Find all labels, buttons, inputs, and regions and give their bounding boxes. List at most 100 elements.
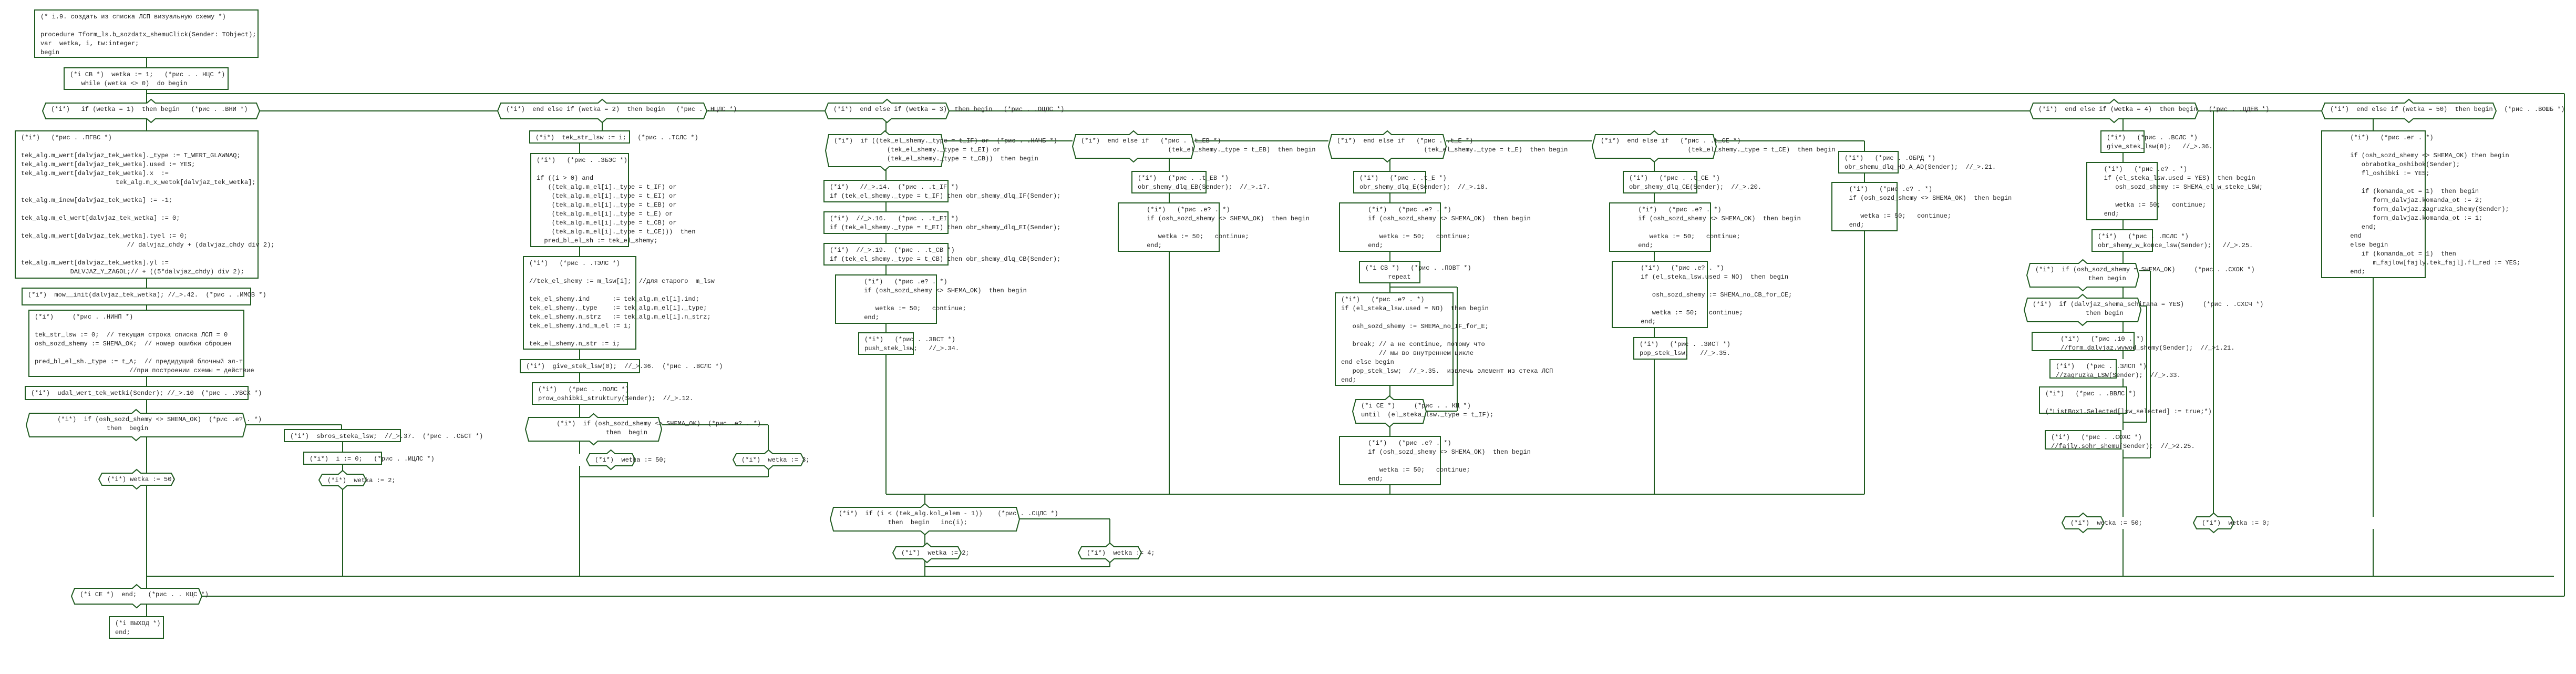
block-text: (*i*) (*рис . .t_EB *) obr_shemy_dlq_EB(… [1138,175,1271,191]
block-text: (*i*) end else if (wetka = 3) then begin… [833,106,1065,113]
decision-shape-icon [2321,98,2497,124]
decision-block-b2-if[interactable]: (*i*) end else if (wetka = 2) then begin… [497,98,737,124]
action-block-b50-body[interactable]: (*i*) (*рис .er . *) if (osh_sozd_shemy … [2321,130,2520,278]
decision-shape-icon [2023,293,2142,326]
block-text: (*i*) //_>.14. (*рис . .t_IF *) if (tek_… [830,183,1061,200]
action-block-exit[interactable]: (*i ВЫХОД *) end; [109,616,164,639]
action-block-b1-udal[interactable]: (*i*) udal_wert_tek_wetki(Sender); //_>.… [25,386,262,400]
block-text: (*i*) end else if (*рис . .t_E *) (tek_e… [1337,137,1568,154]
decision-block-b4-ok-if[interactable]: (*i*) if (osh_sozd_shemy = SHEMA_OK) (*р… [2026,259,2255,292]
action-block-b1-mow[interactable]: (*i*) mow__init(dalvjaz_tek_wetka); //_>… [22,288,266,305]
action-block-b4-wywod[interactable]: (*i*) (*рис .10 . *) //form_dalvjaz.wywo… [2032,332,2234,352]
action-block-b2-tsls[interactable]: (*i*) tek_str_lsw := i; (*рис . .ТСЛС *) [529,130,698,144]
decision-block-b2-err-if[interactable]: (*i*) if (osh_sozd_shemy <> SHEMA_OK) (*… [524,413,761,446]
decision-shape-icon [1071,130,1196,163]
action-block-e-err2[interactable]: (*i*) (*рис .e? . *) if (osh_sozd_shemy … [1339,436,1531,485]
block-text: (*i*) (*рис .e? . *) if (osh_sozd_shemy … [1147,206,1310,249]
block-text: (*i*) if ((tek_el_shemy._type = t_IF) or… [834,137,1057,162]
decision-shape-icon [585,449,636,471]
block-text: (* i.9. создать из списка ЛСП визуальную… [40,13,256,56]
decision-block-loop-end[interactable]: (*i CE *) end; (*рис . . КЦС *) [70,584,209,609]
action-block-b1-i0[interactable]: (*i*) i := 0; (*рис . .ИЦЛС *) [303,452,435,465]
action-block-b1-init[interactable]: (*i*) (*рис . .ПГВС *) tek_alg.m_wert[da… [15,130,274,279]
decision-block-b1-err-if[interactable]: (*i*) if (osh_sozd_shemy <> SHEMA_OK) (*… [25,409,262,442]
action-block-ce-err[interactable]: (*i*) (*рис .e? . *) if (osh_sozd_shemy … [1609,202,1801,252]
action-block-hd-obr[interactable]: (*i*) (*рис . .ОБРД *) obr_shemu_dlq_HD_… [1838,151,1996,173]
decision-block-b4-if[interactable]: (*i*) end else if (wetka = 4) then begin… [2029,98,2269,124]
decision-block-b1-if[interactable]: (*i*) if (wetka = 1) then begin (*рис . … [42,98,261,124]
decision-shape-icon [42,98,261,124]
action-block-b4-soxs[interactable]: (*i*) (*рис . .СОХС *) //fajly.sohr_shem… [2045,430,2195,450]
decision-block-eb-if[interactable]: (*i*) end else if (*рис . .t_EB *) (tek_… [1071,130,1315,163]
action-block-b3-tei[interactable]: (*i*) //_>.16. (*рис . .t_EI *) if (tek_… [823,211,1060,234]
action-block-eb-obr[interactable]: (*i*) (*рис . .t_EB *) obr_shemy_dlq_EB(… [1131,171,1270,193]
action-block-b3-tcb[interactable]: (*i*) //_>.19. (*рис . .t_CB *) if (tek_… [823,243,1060,265]
decision-shape-icon [1352,395,1427,428]
block-text: (*i*) wetka := 0; [2202,519,2270,527]
block-text: (*i*) end else if (*рис . .t_CE *) (tek_… [1601,137,1836,154]
action-block-b2-give[interactable]: (*i*) give_stek_lsw(0); //_>.36. (*рис .… [520,359,723,373]
action-block-hd-err[interactable]: (*i*) (*рис .e? . *) if (osh_sozd_shemy … [1831,182,2012,231]
block-text: (*i*) sbros_steka_lsw; //_>.37. (*рис . … [290,433,483,440]
action-block-eb-err[interactable]: (*i*) (*рис .e? . *) if (osh_sozd_shemy … [1118,202,1310,252]
action-block-header[interactable]: (* i.9. создать из списка ЛСП визуальную… [34,9,259,58]
decision-shape-icon [2029,98,2199,124]
block-text: (*i*) end else if (*рис . .t_EB *) (tek_… [1081,137,1316,154]
action-block-b2-tels[interactable]: (*i*) (*рис . .ТЭЛС *) //tek_el_shemy :=… [523,256,715,350]
action-block-b1-ninp[interactable]: (*i*) (*рис . .НИНП *) tek_str_lsw := 0;… [28,310,254,377]
block-text: (*i*) (*рис . .t_CE *) obr_shemy_dlq_CE(… [1629,175,1762,191]
decision-block-ce-if[interactable]: (*i*) end else if (*рис . .t_CE *) (tek_… [1591,130,1835,163]
action-block-b4-vvls[interactable]: (*i*) (*рис . .ВВЛС *) (*ListBox1.Select… [2039,386,2212,415]
decision-block-b3-w4[interactable]: (*i*) wetka := 4; [1077,542,1155,564]
action-block-ce-obr[interactable]: (*i*) (*рис . .t_CE *) obr_shemy_dlq_CE(… [1623,171,1761,193]
block-text: (*i*) end else if (wetka = 2) then begin… [506,106,737,113]
decision-shape-icon [1591,130,1717,163]
decision-block-b1-w2[interactable]: (*i*) wetka := 2; [318,469,396,491]
decision-block-b3-nach[interactable]: (*i*) if ((tek_el_shemy._type = t_IF) or… [825,130,1057,171]
decision-shape-icon [1077,542,1142,564]
decision-block-b2-w3[interactable]: (*i*) wetka := 3; [732,449,810,471]
action-block-b4-zlsp[interactable]: (*i*) (*рис . .ЗЛСП *) //zagruzka_LSW(Se… [2049,359,2181,379]
action-block-loop-start[interactable]: (*i CB *) wetka := 1; (*рис . . НЦС *) w… [64,67,229,90]
decision-block-e-until[interactable]: (*i CE *) (*рис . . КЦ *) until (el_stek… [1352,395,1493,428]
decision-block-b2-w50[interactable]: (*i*) wetka := 50; [585,449,667,471]
action-block-e-repeat[interactable]: (*i CB *) (*рис . .ПОВТ *) repeat [1359,261,1471,283]
block-text: (*i*) i := 0; (*рис . .ИЦЛС *) [310,455,435,463]
decision-block-e-if[interactable]: (*i*) end else if (*рис . .t_E *) (tek_e… [1327,130,1568,163]
action-block-b3-push[interactable]: (*i*) (*рис . .ЗВСТ *) push_stek_lsw; //… [858,332,959,355]
block-text: (*i*) (*рис . .ЗБЭС *) if ((i > 0) and (… [537,157,696,244]
block-text: (*i*) (*рис .e? . *) if (osh_sozd_shemy … [1849,186,2012,229]
decision-block-b3-if-tail[interactable]: (*i*) if (i < (tek_alg.kol_elem - 1)) (*… [829,503,1058,536]
decision-shape-icon [1327,130,1447,163]
action-block-ce-used[interactable]: (*i*) (*рис .e? . *) if (el_steka_lsw.us… [1612,261,1792,328]
block-text: (*i*) (*рис . .ПСЛС *) obr_shemy_w_konce… [2098,233,2253,249]
action-block-e-obr[interactable]: (*i*) (*рис . .t_E *) obr_shemy_dlq_E(Se… [1353,171,1488,193]
action-block-b4-psls[interactable]: (*i*) (*рис . .ПСЛС *) obr_shemy_w_konce… [2091,229,2253,252]
block-text: (*i ВЫХОД *) end; [115,620,161,636]
action-block-b4-used[interactable]: (*i*) (*рис .e? . *) if (el_steka_lsw.us… [2086,162,2263,220]
decision-block-b3-w2[interactable]: (*i*) wetka := 2; [892,542,970,564]
action-block-b3-err1[interactable]: (*i*) (*рис .e? . *) if (osh_sozd_shemy … [835,274,1027,324]
action-block-e-body[interactable]: (*i*) (*рис .e? . *) if (el_steka_lsw.us… [1335,292,1553,386]
decision-block-b4-w50[interactable]: (*i*) wetka := 50; [2061,512,2142,534]
block-text: (*i*) (*рис . .ВСЛС *) give_stek_lsw(0);… [2107,134,2213,150]
decision-block-b3-if[interactable]: (*i*) end else if (wetka = 3) then begin… [824,98,1064,124]
decision-block-b50-if[interactable]: (*i*) end else if (wetka = 50) then begi… [2321,98,2564,124]
block-text: (*i CE *) (*рис . . КЦ *) until (el_stek… [1361,402,1494,418]
decision-shape-icon [25,409,247,442]
action-block-b2-zbes[interactable]: (*i*) (*рис . .ЗБЭС *) if ((i > 0) and (… [530,153,695,247]
decision-block-b1-w50[interactable]: (*i*) wetka := 50; [98,468,176,490]
action-block-b2-prow[interactable]: (*i*) (*рис . .ПОЛС *) prow_oshibki_stru… [532,382,693,405]
action-block-e-err[interactable]: (*i*) (*рис .e? . *) if (osh_sozd_shemy … [1339,202,1531,252]
action-block-ce-pop[interactable]: (*i*) (*рис . .ЗИСТ *) pop_stek_lsw; //_… [1633,337,1730,360]
action-block-b1-sbros[interactable]: (*i*) sbros_steka_lsw; //_>.37. (*рис . … [284,429,483,442]
action-block-b3-tif[interactable]: (*i*) //_>.14. (*рис . .t_IF *) if (tek_… [823,180,1060,202]
decision-block-b50-w0[interactable]: (*i*) wetka := 0; [2192,512,2270,534]
action-block-b4-give[interactable]: (*i*) (*рис . .ВСЛС *) give_stek_lsw(0);… [2100,130,2213,153]
decision-block-b4-sch-if[interactable]: (*i*) if (dalvjaz_shema_schitana = YES) … [2023,293,2263,326]
block-text: (*i*) mow__init(dalvjaz_tek_wetka); //_>… [28,291,266,299]
block-text: (*i*) if (i < (tek_alg.kol_elem - 1)) (*… [839,510,1058,526]
block-text: (*i*) wetka := 2; [327,477,396,484]
block-text: (*i*) (*рис . .ОБРД *) obr_shemu_dlq_HD_… [1845,155,1996,171]
